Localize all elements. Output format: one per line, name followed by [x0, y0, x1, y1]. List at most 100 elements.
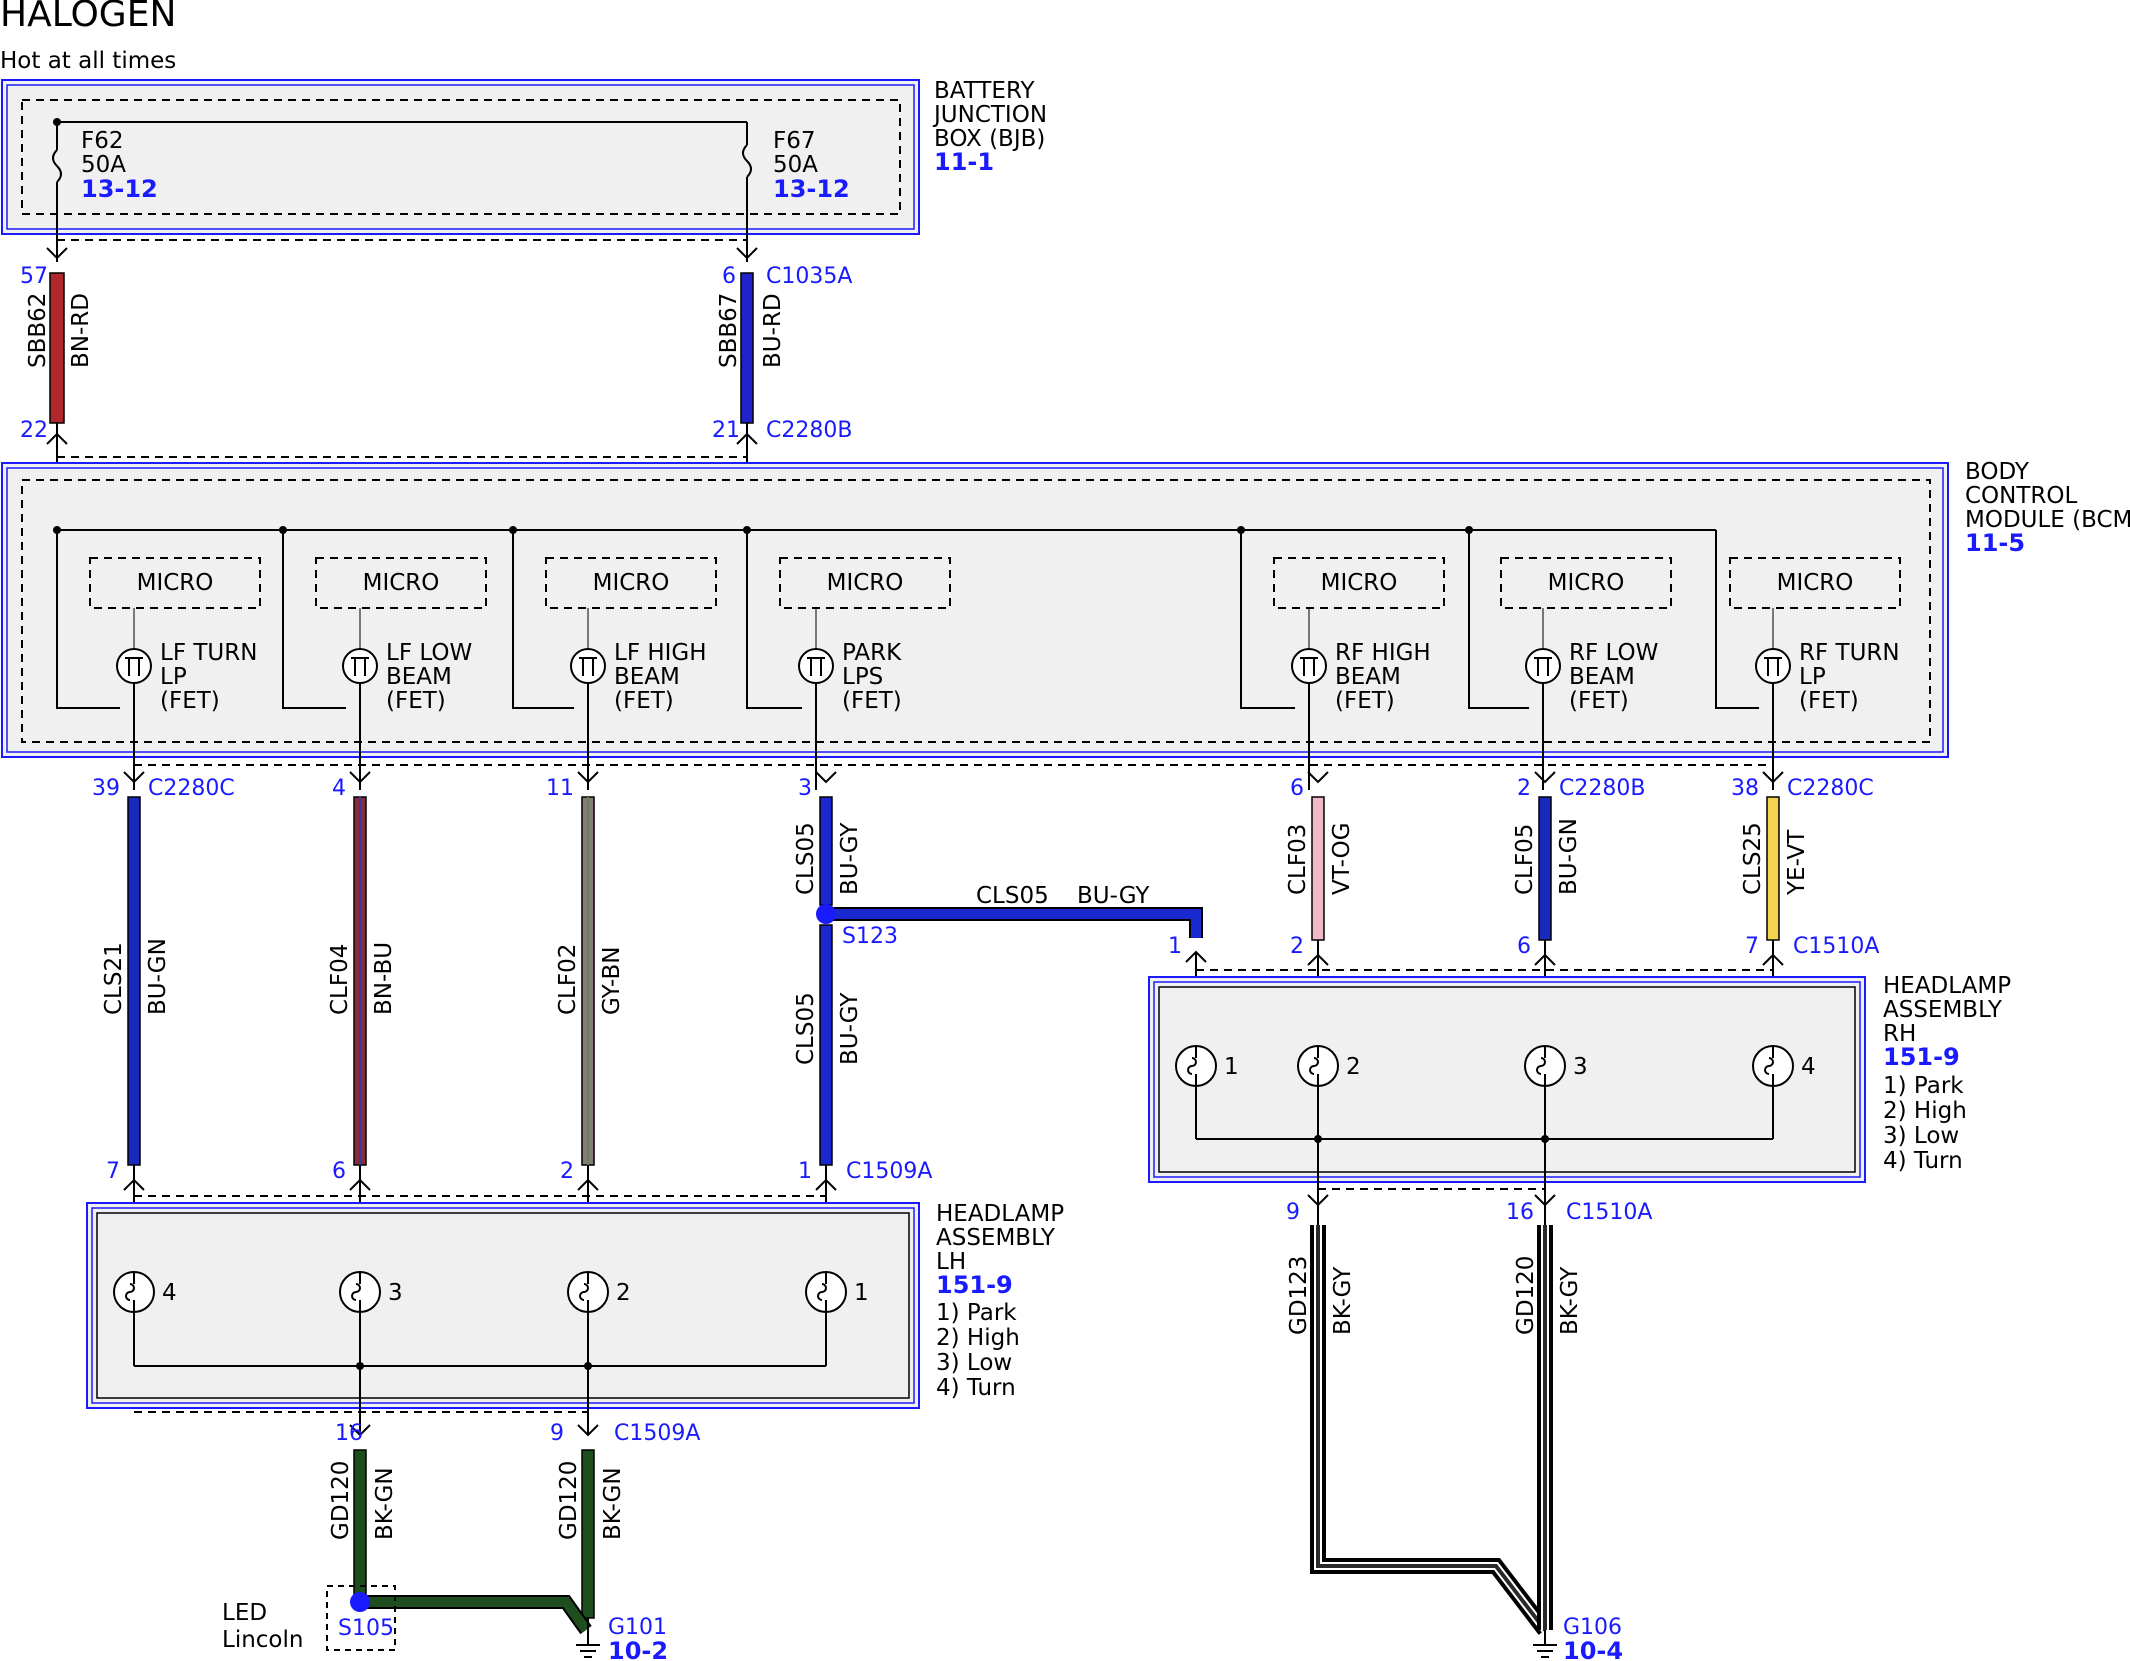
ground-g106-label: G106	[1563, 1615, 1622, 1640]
rh-ground-wires: 9 16 C1510A GD123 BK-GY GD120 BK-GY G106…	[1286, 1194, 1652, 1661]
rh-legend-3: 3) Low	[1883, 1123, 1959, 1149]
fuse-f62-id: F62	[81, 128, 124, 154]
fet-label-line-1: PARK	[842, 640, 902, 666]
ground-g101-ref: 10-2	[608, 1637, 668, 1661]
lh-label-1: HEADLAMP	[936, 1201, 1064, 1227]
lh-legend-4: 4) Turn	[936, 1375, 1016, 1401]
wire-circuit-label: CLF05	[1512, 824, 1538, 895]
lh-label-3: LH	[936, 1249, 966, 1275]
bjb-label-3: BOX (BJB)	[934, 126, 1045, 152]
wire-color-label: VT-OG	[1329, 822, 1355, 895]
fet-label-line-2: LP	[160, 664, 187, 690]
circuit-gd120-lh-1: GD120	[328, 1461, 354, 1540]
pin-bottom-label: 6	[332, 1159, 346, 1184]
rh-legend-4: 4) Turn	[1883, 1148, 1963, 1174]
bulb-icon: 3	[339, 1271, 403, 1313]
fet-label-line-3: (FET)	[842, 688, 902, 714]
lh-ref: 151-9	[936, 1271, 1013, 1299]
fet-label-line-1: RF LOW	[1569, 640, 1658, 666]
wire-circuit-label: CLF04	[327, 944, 353, 1015]
micro-label: MICRO	[593, 570, 670, 596]
circuit-sbb62: SBB62	[25, 293, 51, 368]
fet-label-line-3: (FET)	[160, 688, 220, 714]
s105-note-1: LED	[222, 1600, 267, 1626]
micro-label: MICRO	[137, 570, 214, 596]
color-bk-gn-1: BK-GN	[372, 1467, 398, 1540]
fuse-f62-ref: 13-12	[81, 175, 158, 203]
ground-g106-ref: 10-4	[1563, 1637, 1623, 1661]
rh-label-3: RH	[1883, 1021, 1916, 1047]
bcm-label-2: CONTROL	[1965, 483, 2078, 509]
bulb-label-3: 3	[1573, 1054, 1588, 1080]
bulb-label-1: 1	[1224, 1054, 1239, 1080]
rh-ref: 151-9	[1883, 1043, 1960, 1071]
pin-top-label: 11	[546, 776, 574, 801]
pin-9-lh: 9	[550, 1421, 564, 1446]
bulb-icon: 3	[1524, 1045, 1588, 1087]
fet-icon	[342, 648, 378, 684]
lh-label-2: ASSEMBLY	[936, 1225, 1056, 1251]
fuse-f67-rating: 50A	[773, 152, 818, 178]
pin-top-label: 2	[1517, 776, 1531, 801]
lh-legend-2: 2) High	[936, 1325, 1020, 1351]
wire-color-label-2: BU-GY	[837, 992, 863, 1065]
bulb-label-2: 2	[1346, 1054, 1361, 1080]
fet-label-line-2: BEAM	[1569, 664, 1635, 690]
wire-color-label: YE-VT	[1784, 829, 1810, 896]
s123-link-color: BU-GY	[1077, 883, 1150, 909]
micro-label: MICRO	[827, 570, 904, 596]
pin-top-label: 3	[798, 776, 812, 801]
pin-top-label: 6	[1290, 776, 1304, 801]
circuit-gd123: GD123	[1286, 1256, 1312, 1335]
rh-label-2: ASSEMBLY	[1883, 997, 2003, 1023]
bcm-label-3: MODULE (BCM)	[1965, 507, 2130, 533]
fet-label-line-3: (FET)	[386, 688, 446, 714]
connector-top-label: C2280C	[1787, 776, 1874, 801]
lh-ground-wires: 16 9 C1509A GD120 BK-GN GD120 BK-GN LED …	[222, 1366, 700, 1661]
conn-c2280b-top: C2280B	[766, 418, 852, 443]
bjb-wire-sbb67: 6 C1035A 21 C2280B SBB67 BU-RD	[712, 247, 852, 540]
micro-label: MICRO	[1548, 570, 1625, 596]
pin-6-bjb: 6	[722, 264, 736, 289]
fet-label-line-2: BEAM	[1335, 664, 1401, 690]
fet-icon	[1525, 648, 1561, 684]
color-bu-rd: BU-RD	[760, 293, 786, 368]
conn-c1509a-ground: C1509A	[614, 1421, 700, 1446]
bulb-label-4: 1	[854, 1280, 869, 1306]
s105-note-2: Lincoln	[222, 1627, 303, 1653]
headlamp-assembly-lh: HEADLAMP ASSEMBLY LH 151-9 1) Park 2) Hi…	[86, 1195, 1064, 1413]
fet-label-line-3: (FET)	[614, 688, 674, 714]
wire-circuit-label: CLS05	[793, 822, 819, 895]
fet-icon	[798, 648, 834, 684]
diagram-title: HALOGEN	[0, 0, 176, 35]
rh-label-1: HEADLAMP	[1883, 973, 2011, 999]
pin-bottom-label: 2	[560, 1159, 574, 1184]
pin-1-rh: 1	[1168, 934, 1182, 959]
headlamp-assembly-rh: HEADLAMP ASSEMBLY RH 151-9 1) Park 2) Hi…	[1148, 969, 2011, 1225]
pin-21: 21	[712, 418, 740, 443]
battery-junction-box: F62 50A 13-12 F67 50A 13-12 BATTERY JUNC…	[1, 78, 1047, 262]
fet-icon	[116, 648, 152, 684]
fet-label-line-1: LF HIGH	[614, 640, 707, 666]
fet-label-line-2: BEAM	[614, 664, 680, 690]
pin-top-label: 4	[332, 776, 346, 801]
wire-circuit-label: CLS25	[1740, 822, 1766, 895]
circuit-sbb67: SBB67	[716, 293, 742, 368]
connector-top-label: C2280B	[1559, 776, 1645, 801]
ground-g106-icon	[1533, 1644, 1557, 1658]
bulb-icon: 1	[805, 1271, 869, 1313]
bjb-wire-sbb62: 57 22 SBB62 BN-RD	[20, 247, 94, 540]
fet-label-line-3: (FET)	[1799, 688, 1859, 714]
splice-s105-label: S105	[338, 1616, 394, 1641]
bulb-label-3: 2	[616, 1280, 631, 1306]
ground-g101-label: G101	[608, 1615, 667, 1640]
rh-legend-2: 2) High	[1883, 1098, 1967, 1124]
fet-label-line-2: LP	[1799, 664, 1826, 690]
